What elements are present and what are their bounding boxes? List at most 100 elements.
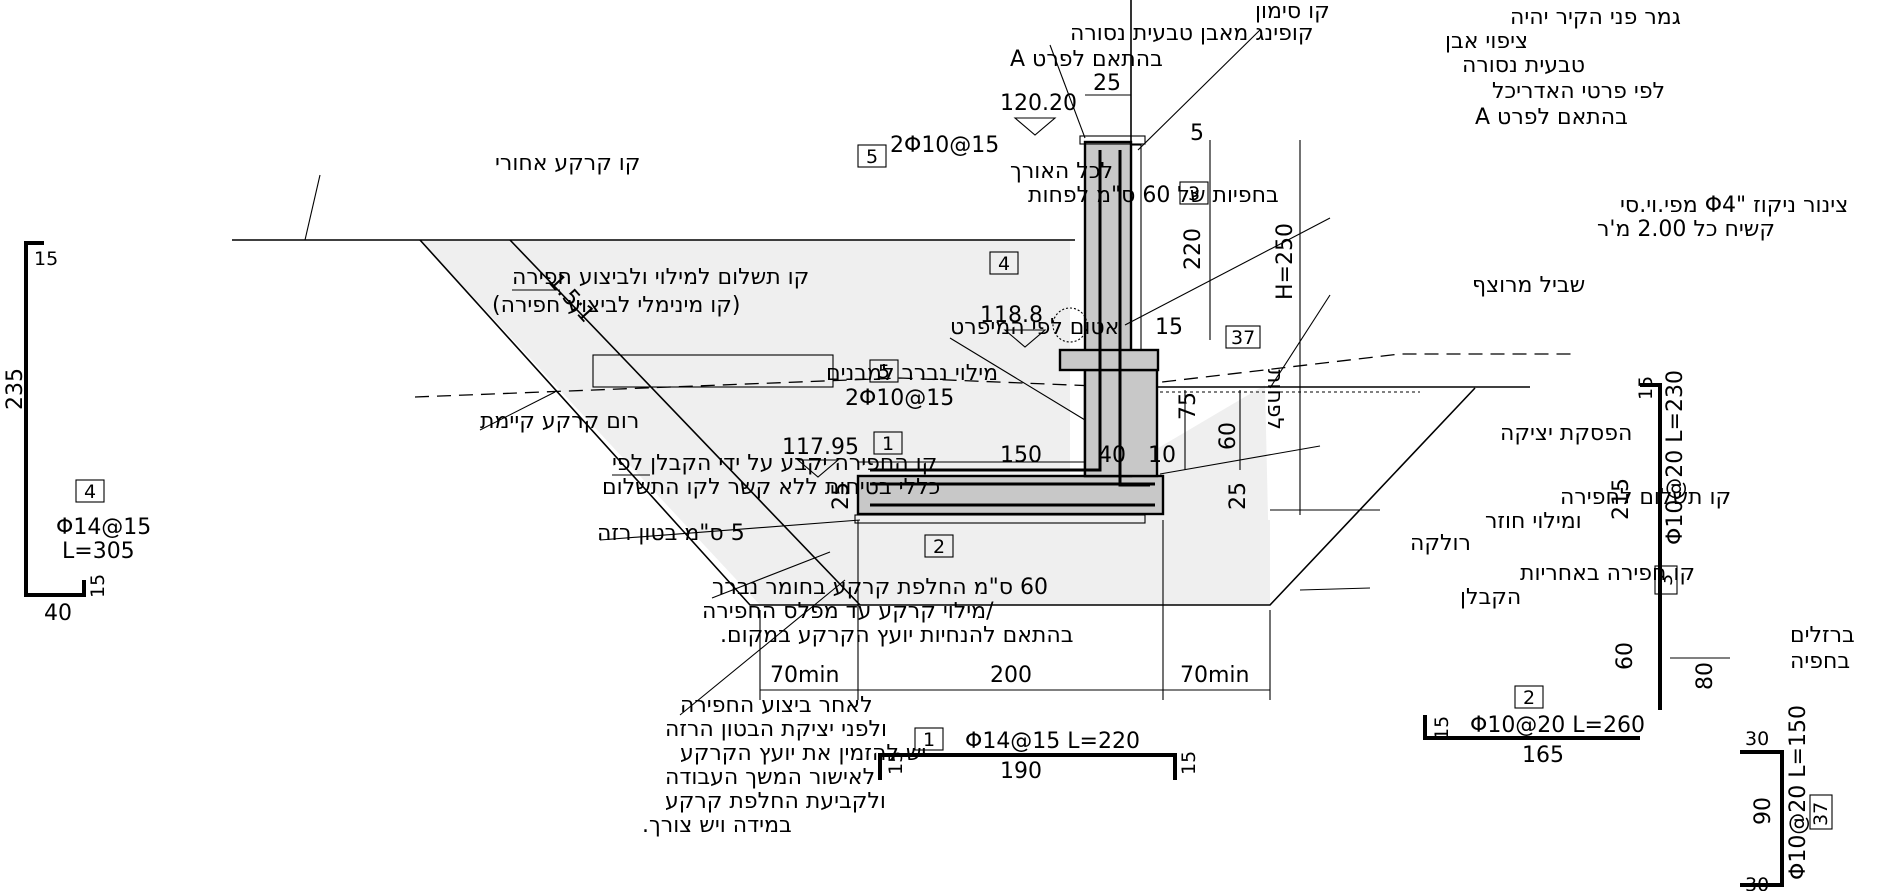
leader-finish: [1137, 29, 1261, 151]
tag-box-5b: [869, 359, 899, 383]
tag-2: 2: [933, 536, 945, 558]
wall-rebar-vertical: [870, 150, 1102, 472]
tag-box-bar3: [1654, 565, 1678, 595]
label-select-fill: מילוי נברר למבנים: [826, 361, 998, 386]
tag-box-37: [1225, 325, 1261, 349]
bar2-tag: 2: [1523, 687, 1535, 709]
label-contractor-exc-1: קו חפירה באחריות: [1520, 561, 1695, 586]
leader-coping: [1049, 44, 1086, 139]
label-drain-pipe-2: קשיח כל 2.00 מ'ר: [1597, 217, 1775, 242]
level-marker-fill: [1003, 329, 1047, 348]
label-wall-finish-3: טבעית נסורה: [1462, 53, 1585, 78]
label-after-exc-4: לאישור המשך העבודה: [665, 765, 875, 790]
tag-box-bar4: [75, 479, 105, 503]
label-payment-line-2: (קו מינימלי לביצוע חפירה): [492, 293, 741, 318]
label-payment-line-1: קו תשלום למילוי ולביצוע חפירה: [512, 265, 809, 290]
dim-150: 150: [1000, 443, 1042, 468]
bar4-len: L=305: [62, 539, 135, 564]
label-wall-finish-2: ציפוי אבן: [1445, 29, 1528, 54]
dim-75: 75: [1176, 392, 1201, 420]
leader-sealing: [949, 337, 1086, 421]
tag-box-bar2: [1514, 685, 1544, 709]
dim-70-left: 70min: [770, 663, 839, 688]
label-rebar5-spec: 2Φ10@15: [890, 133, 999, 158]
label-after-exc-6: במידה ויש צורך.: [642, 813, 792, 838]
bar4-top: 15: [34, 248, 58, 270]
label-cold-joint: הפסקת יציקה: [1500, 421, 1632, 446]
bar1-spec: Φ14@15 L=220: [965, 729, 1140, 754]
dim-25-top: 25: [1093, 71, 1121, 96]
payment-slope-line: [419, 239, 1476, 606]
tag-box-bar1: [914, 727, 944, 751]
label-paved-path: שביל מרוצף: [1472, 273, 1585, 298]
label-after-exc-5: ולקביעת החלפת קרקע: [665, 789, 886, 814]
label-bars-in-lap-2: בחפיה: [1790, 649, 1850, 674]
bar2-spec: Φ10@20 L=260: [1470, 713, 1645, 738]
bar4-base: 40: [44, 601, 72, 626]
bar3-lap2: 80: [1693, 662, 1718, 690]
toe-ledge: [1058, 348, 1160, 372]
bar1-len: 190: [1000, 759, 1042, 784]
dim-200: 200: [990, 663, 1032, 688]
label-soil-replace-1: 60 ס"מ החלפת קרקע בחומר נברר: [712, 575, 1048, 600]
bar3-len: 215: [1609, 478, 1634, 520]
soil-replacement-area: [760, 520, 1270, 605]
excavation-slope-line: [509, 239, 861, 606]
tag-box-2: [924, 534, 954, 558]
label-contractor-exc-2: הקבלן: [1460, 585, 1521, 610]
label-rear-ground: קו קרקע אחורי: [495, 151, 640, 176]
dim-5: 5: [1190, 121, 1204, 146]
tag-1: 1: [882, 433, 894, 455]
bar2-shape: [1423, 715, 1640, 740]
label-soil-replace-2: /מילוי קרקע עד מפלס החפירה: [702, 599, 994, 624]
bar1-shape: [878, 753, 1177, 780]
tag-4: 4: [998, 253, 1010, 275]
tag-5a: 5: [866, 146, 878, 168]
leader-contractor: [1299, 587, 1371, 591]
bar37-tag: 37: [1810, 802, 1832, 826]
bar1-tag: 1: [923, 729, 935, 751]
tag-37: 37: [1231, 327, 1255, 349]
bar37-top: 30: [1745, 728, 1769, 750]
dim-15-toe: 15: [1155, 315, 1183, 340]
leader-drain: [1124, 217, 1331, 326]
bar4-shape: [24, 241, 86, 597]
level-fill: 118.8: [980, 303, 1043, 328]
tag-box-1: [873, 431, 903, 455]
level-marker-footing: [796, 459, 840, 478]
bar37-bot: 30: [1745, 874, 1769, 891]
bar2-len: 165: [1522, 743, 1564, 768]
stone-cladding: [1130, 144, 1142, 351]
tag-box-bar37: [1809, 794, 1833, 830]
label-after-exc-2: ולפני יציקת הבטון הרזה: [665, 717, 887, 742]
bar3-spec: Φ10@20 L=230: [1663, 370, 1688, 545]
dim-220: 220: [1181, 228, 1206, 270]
label-coping: קופינג מאבן טבעית נסורה: [1070, 21, 1313, 46]
dim-40: 40: [1098, 443, 1126, 468]
coping-stone: [1079, 135, 1146, 145]
bar4-spec: Φ14@15: [56, 515, 151, 540]
leader-soil: [711, 551, 831, 599]
dim-70-right: 70min: [1180, 663, 1249, 688]
tag-3: 3: [1188, 183, 1200, 205]
bar4-tag: 4: [84, 481, 96, 503]
label-soil-replace-3: בהתאם להנחיות יועץ הקרקע במקום.: [720, 623, 1073, 648]
leader-cold-joint: [1159, 445, 1321, 475]
label-wall-finish-4: לפי פרטי האדריכל: [1492, 79, 1665, 104]
bar1-hook-r: 15: [1178, 751, 1200, 775]
footing: [856, 474, 1165, 516]
select-fill-frame: [592, 354, 834, 388]
leader-after: [679, 579, 846, 716]
level-footing: 117.95: [782, 435, 859, 460]
drain-gravel: [1052, 307, 1088, 343]
bar37-shape: [1740, 750, 1784, 887]
label-at-least: לפחות: [1262, 369, 1287, 430]
label-wall-finish-1: גמר פני הקיר יהיה: [1510, 5, 1681, 30]
bar4-h: 235: [3, 368, 28, 410]
dim-25-right: 25: [1226, 482, 1251, 510]
tag-5b: 5: [878, 361, 890, 383]
tag-box-3: [1179, 181, 1209, 205]
label-payment-exc-1: קו תשלום לחפירה: [1560, 485, 1731, 510]
label-sealing: אטום לפי המיפרט: [950, 315, 1119, 340]
